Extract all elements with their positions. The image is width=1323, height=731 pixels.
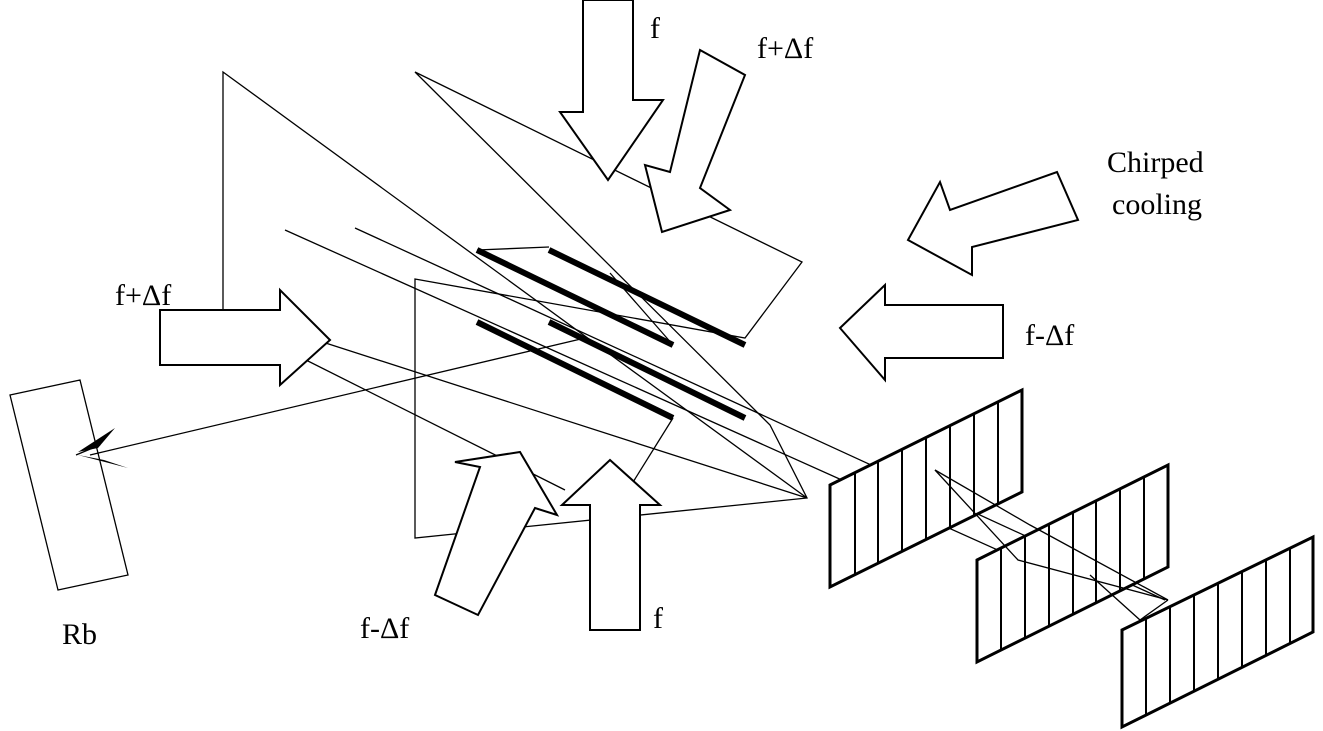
label-left-f-plus: f+Δf	[115, 279, 171, 312]
light-path-2	[934, 469, 1169, 601]
label-bottom-f: f	[653, 602, 663, 635]
bar-connector-right	[609, 272, 674, 346]
light-path-3	[1089, 574, 1169, 621]
label-bottom-f-minus: f-Δf	[360, 612, 409, 645]
label-top-f-plus: f+Δf	[757, 32, 813, 65]
trap-bar-upper-right	[547, 247, 747, 348]
rb-arrow-shaft	[75, 444, 101, 456]
laser-arrow-bottom-f-minus	[433, 450, 560, 617]
label-right-f-minus: f-Δf	[1025, 319, 1074, 352]
label-rb: Rb	[62, 618, 97, 651]
label-chirped-line2: cooling	[1112, 188, 1202, 221]
rb-beam-arrowhead-upper	[78, 428, 115, 452]
chirped-cooling-arrow	[906, 170, 1080, 277]
light-path-1	[934, 469, 1169, 601]
label-top-f: f	[650, 12, 660, 45]
trap-bar-upper-left	[475, 247, 675, 348]
grating-2	[975, 462, 1170, 665]
grating-1	[828, 387, 1024, 590]
laser-arrow-left-f-plus	[159, 287, 332, 388]
vertical-plane-right	[414, 71, 809, 539]
laser-arrow-top-f	[558, 0, 665, 182]
laser-arrow-right-f-minus	[838, 282, 1004, 383]
grating-3	[1120, 534, 1315, 730]
laser-arrow-top-f-plus	[643, 48, 747, 234]
bar-connector-top	[476, 246, 550, 251]
trap-bar-lower-right	[547, 319, 747, 421]
atom-beam-to-rb	[89, 337, 586, 456]
rb-source-block	[9, 379, 129, 591]
laser-arrow-bottom-f	[559, 458, 663, 631]
vertical-plane-left	[222, 70, 808, 499]
trap-bar-lower-left	[475, 319, 675, 421]
label-chirped-line1: Chirped	[1107, 146, 1204, 179]
rb-beam-arrowhead-lower	[78, 455, 128, 468]
